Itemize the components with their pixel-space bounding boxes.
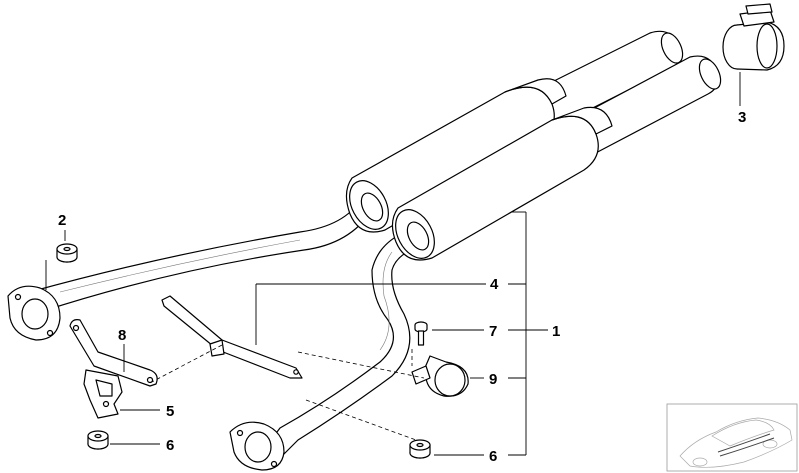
support-strap: [161, 295, 303, 379]
callout-6-right: 6: [489, 448, 497, 465]
callout-6-left: 6: [166, 437, 174, 454]
tail-pipe-lower: [567, 55, 722, 157]
bolt: [414, 321, 428, 346]
rubber-mount-upper: [56, 230, 78, 263]
callout-4: 4: [490, 276, 499, 293]
rubber-mount-left: [87, 430, 109, 450]
flange-left: [7, 285, 61, 341]
dashed-assembly-lines: [147, 344, 425, 441]
leader-lines: [45, 211, 548, 456]
callout-7: 7: [489, 323, 497, 340]
callout-5: 5: [166, 403, 174, 420]
muffler-upper: [345, 78, 567, 233]
hanger-bracket: [69, 319, 158, 387]
rubber-mount-right: [409, 439, 431, 459]
rubber-hanger: [83, 369, 123, 419]
callout-8: 8: [118, 327, 126, 344]
callout-1: 1: [552, 323, 560, 340]
front-pipe-right: [261, 231, 416, 461]
front-pipe-left: [29, 197, 373, 313]
pipe-clamp: [722, 3, 785, 106]
callout-3: 3: [738, 109, 746, 126]
vehicle-thumbnail: [666, 403, 798, 472]
flange-lower: [229, 421, 285, 471]
callout-9: 9: [489, 371, 497, 388]
muffler-lower: [391, 106, 613, 261]
callout-2: 2: [58, 212, 66, 229]
clamp-ring: [411, 355, 469, 397]
